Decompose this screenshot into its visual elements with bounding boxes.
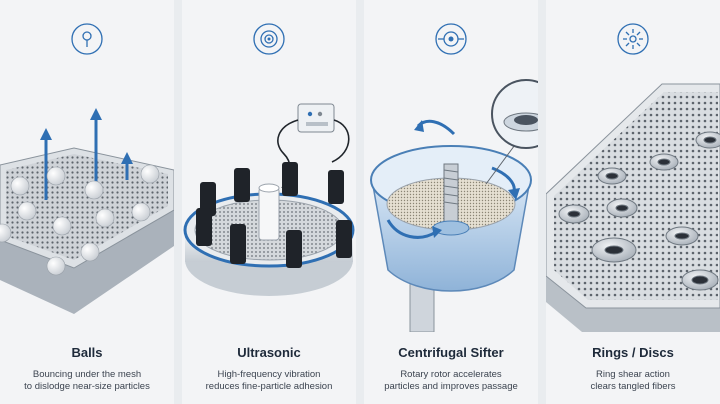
panel-description: Bouncing under the mesh to dislodge near… [24, 369, 150, 392]
panel-description: High-frequency vibration reduces fine-pa… [205, 369, 333, 392]
rotation-arrow [491, 166, 520, 200]
ring-disc [649, 153, 679, 171]
rotation-arrow [386, 219, 442, 239]
magnifier-callout [485, 79, 538, 185]
ball [52, 216, 72, 236]
ball [17, 201, 37, 221]
ball [95, 208, 115, 228]
centrifugal-illustration [370, 79, 538, 332]
ultrasonic-illustration [183, 103, 355, 296]
rotor-shaft [432, 163, 470, 236]
ball [46, 256, 66, 276]
transducer [200, 182, 216, 216]
rotation-arrow [414, 119, 456, 136]
ring-disc [597, 167, 627, 185]
ball [80, 242, 100, 262]
panel-title: Centrifugal Sifter [398, 345, 504, 360]
wave-rings-icon [253, 23, 285, 55]
panel-rings-discs: Rings / Discs Ring shear action clears t… [546, 0, 720, 404]
ring-disc [558, 204, 590, 224]
pin-icon [71, 23, 103, 55]
ring-disc [681, 269, 719, 291]
panel-description: Rotary rotor accelerates particles and i… [384, 369, 518, 392]
ring-disc [695, 131, 720, 149]
panel-title: Balls [71, 345, 103, 360]
ball [84, 180, 104, 200]
rings-illustration [546, 83, 720, 332]
panel-title: Ultrasonic [237, 345, 301, 360]
ring-disc [591, 237, 637, 263]
ring-disc [665, 226, 699, 246]
panel-ultrasonic: Ultrasonic High-frequency vibration redu… [182, 0, 356, 404]
transducer [336, 220, 352, 258]
transducer [282, 162, 298, 196]
ball [10, 176, 30, 196]
transducer [328, 170, 344, 204]
ring-disc [606, 198, 638, 218]
ball [131, 202, 151, 222]
upward-arrow [40, 128, 52, 200]
upward-arrow [90, 108, 102, 190]
transducer [286, 230, 302, 268]
panel-description: Ring shear action clears tangled fibers [590, 369, 676, 392]
ball [0, 223, 12, 243]
balls-illustration [0, 108, 174, 314]
target-icon [435, 23, 467, 55]
sparkle-icon [617, 23, 649, 55]
panel-title: Rings / Discs [592, 345, 674, 360]
transducer [196, 208, 212, 246]
transducer [230, 224, 246, 264]
ball [46, 166, 66, 186]
ultrasonic-generator [277, 103, 350, 189]
panel-balls: Balls Bouncing under the mesh to dislodg… [0, 0, 174, 404]
ball [140, 164, 160, 184]
panel-centrifugal-sifter: Centrifugal Sifter Rotary rotor accelera… [364, 0, 538, 404]
transducer [234, 168, 250, 202]
upward-arrow [121, 152, 133, 180]
